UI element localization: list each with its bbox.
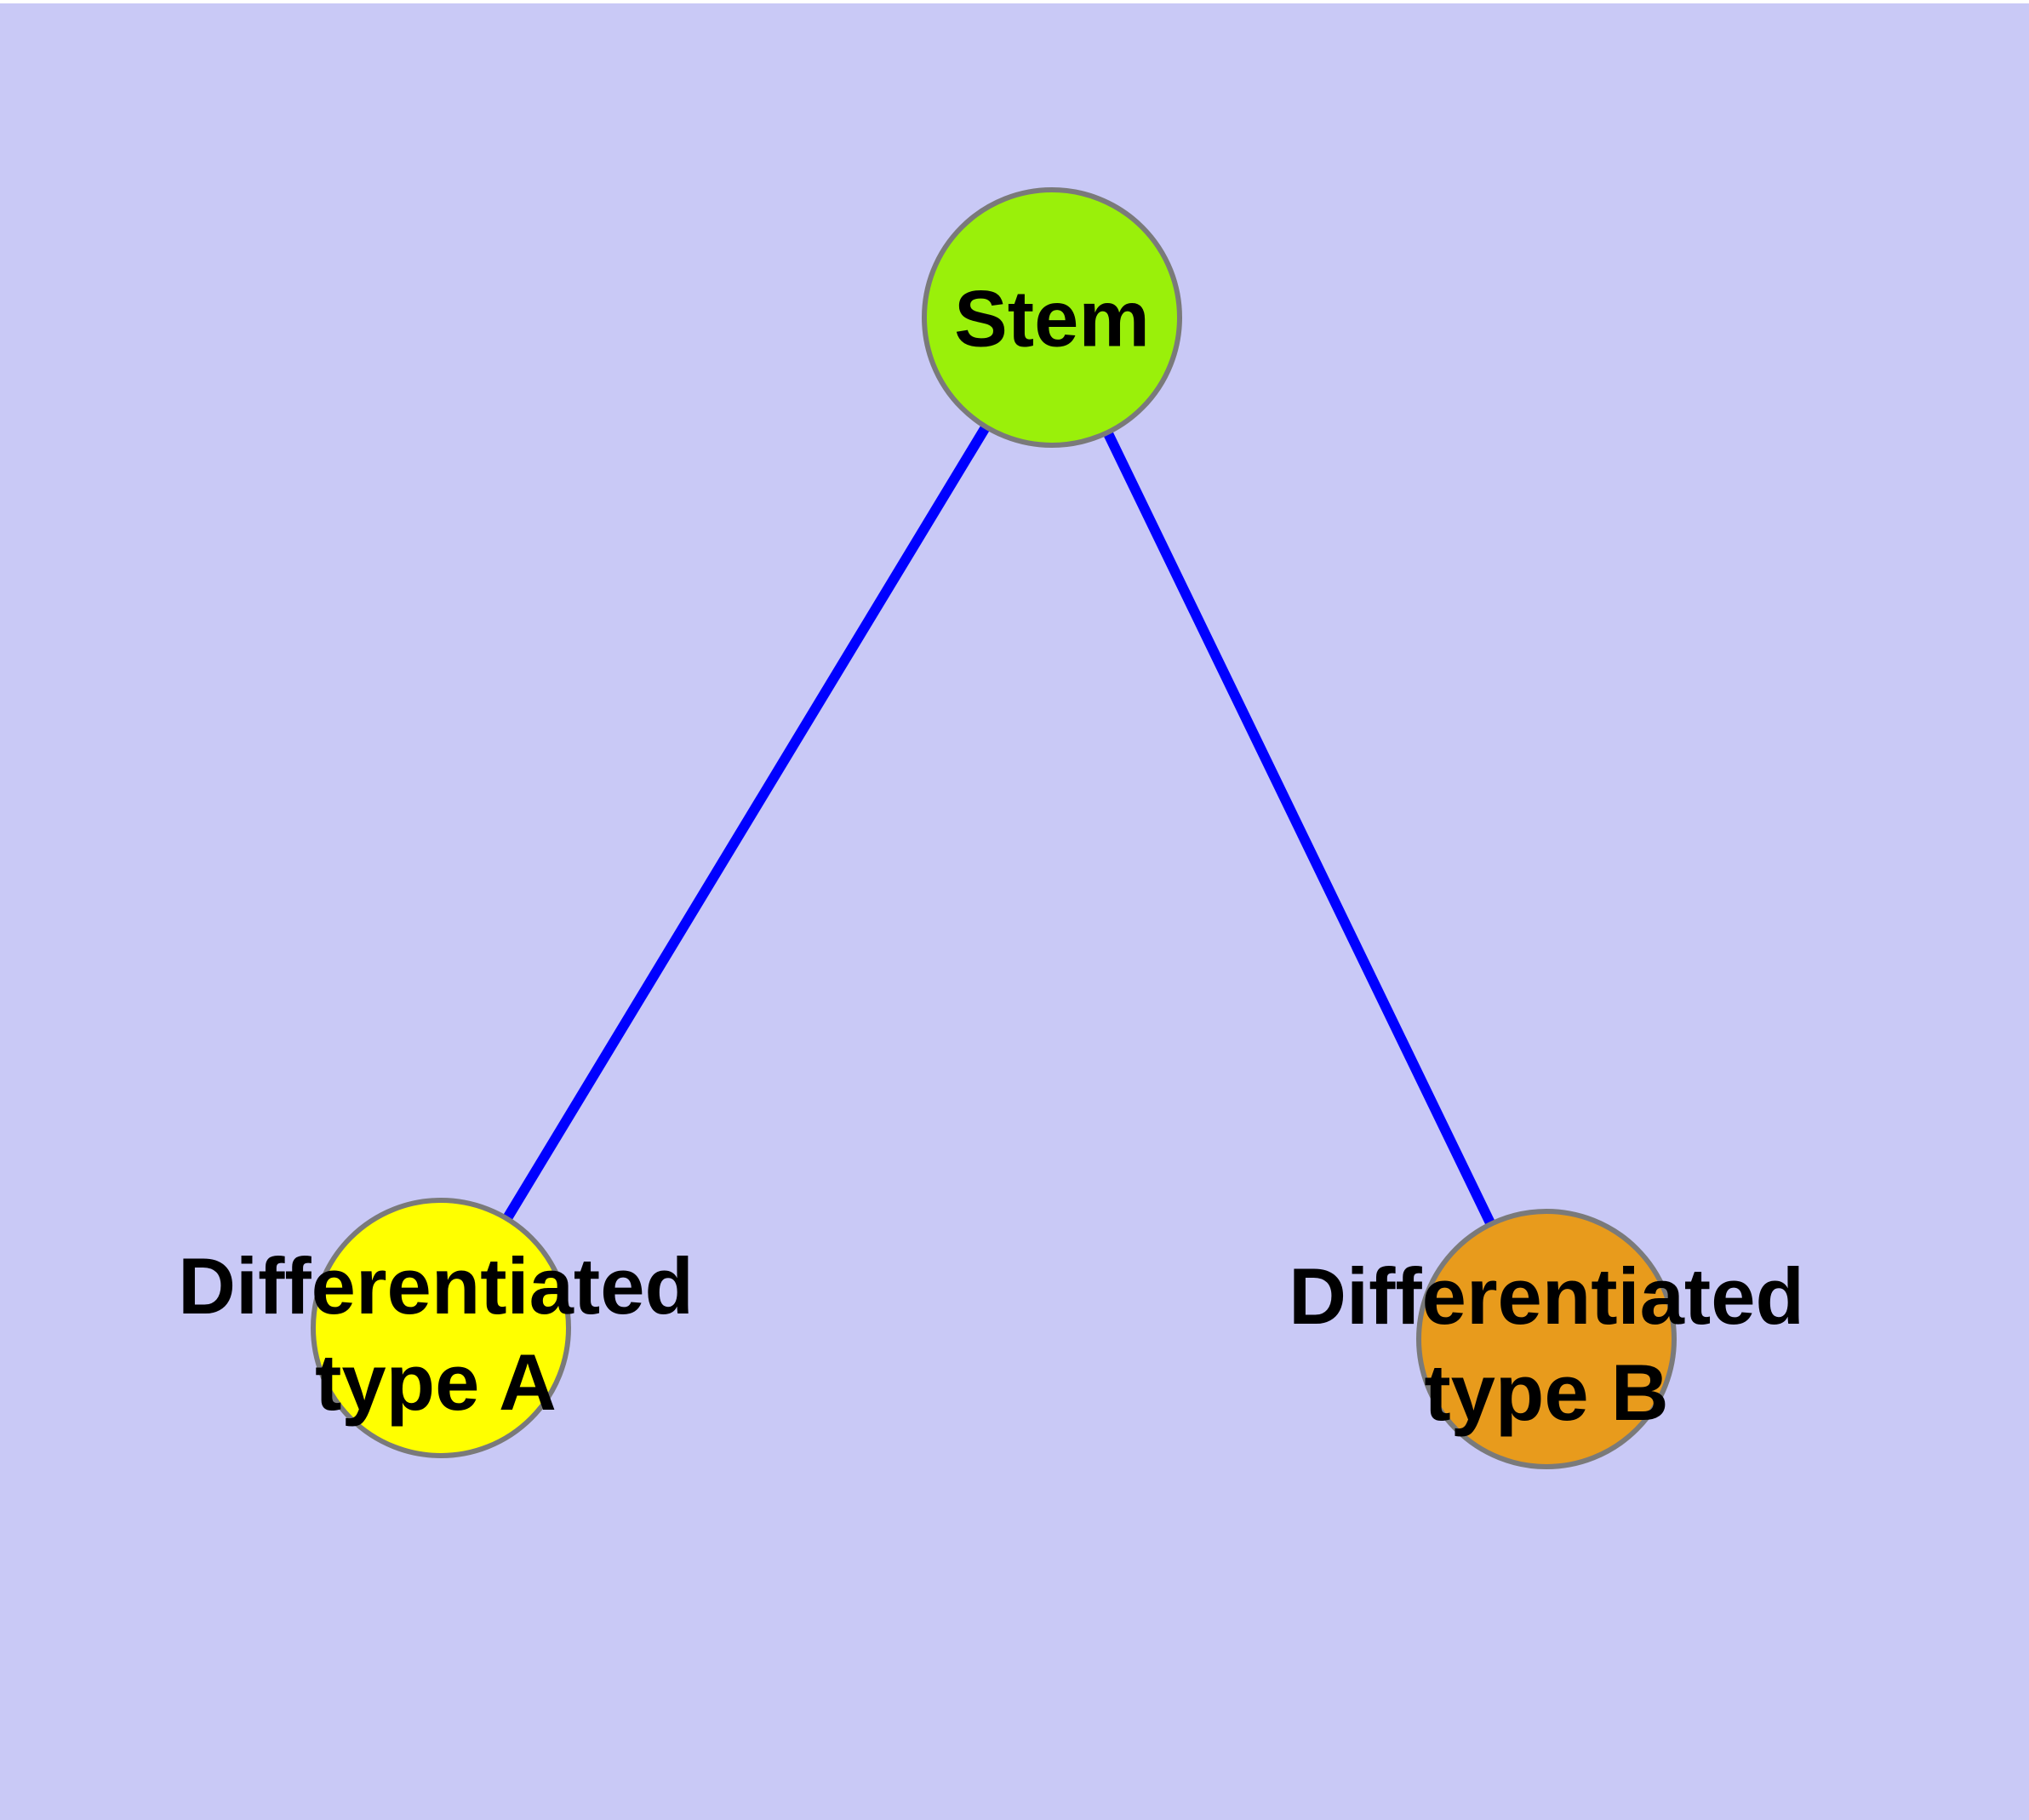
edge-stem-to-type-b	[1047, 315, 1552, 1342]
edge-stem-to-type-a	[436, 314, 1057, 1331]
top-margin-strip	[0, 0, 2029, 3]
node-type-b-circle	[1416, 1209, 1677, 1469]
node-type-a-circle	[311, 1198, 571, 1458]
node-stem-circle	[922, 187, 1182, 448]
